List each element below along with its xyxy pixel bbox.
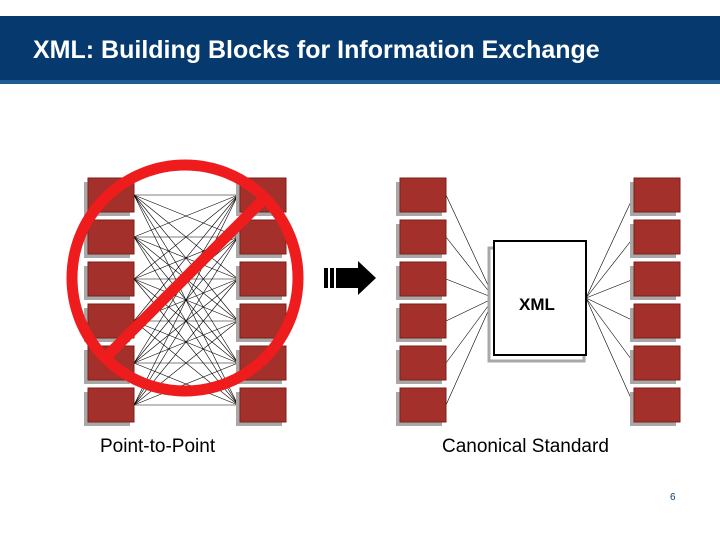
system-block (396, 177, 447, 216)
system-block (84, 261, 135, 300)
system-block (236, 261, 287, 300)
spoke-line (445, 236, 495, 299)
xml-hub-label: XML (519, 295, 555, 314)
transition-arrow-icon (324, 261, 376, 295)
connection-line (133, 236, 239, 406)
system-block (236, 387, 287, 426)
system-block (630, 303, 681, 342)
point-to-point-connections (133, 194, 239, 406)
system-block (630, 261, 681, 300)
spoke-line (445, 297, 495, 322)
system-block (630, 219, 681, 258)
system-block (630, 345, 681, 384)
connection-line (133, 194, 239, 406)
spoke-line (585, 297, 635, 364)
system-block (396, 387, 447, 426)
system-block (630, 177, 681, 216)
system-block (84, 219, 135, 258)
prohibition-circle (66, 159, 304, 397)
spoke-line (445, 278, 495, 299)
canonical-right-column (630, 177, 681, 426)
page-number: 6 (670, 492, 676, 503)
slide-title: XML: Building Blocks for Information Exc… (33, 36, 600, 64)
point-to-point-label: Point-to-Point (100, 436, 216, 457)
spoke-line (585, 278, 635, 299)
connection-line (133, 194, 239, 238)
spoke-line (445, 297, 495, 406)
system-block (630, 387, 681, 426)
system-block (396, 345, 447, 384)
system-block (236, 219, 287, 258)
system-block (236, 303, 287, 342)
canonical-connections (445, 194, 635, 406)
connection-line (133, 194, 239, 280)
system-block (396, 303, 447, 342)
spoke-line (585, 194, 635, 299)
xml-hub (487, 240, 587, 363)
system-block (84, 387, 135, 426)
prohibition-slash (101, 194, 269, 362)
spoke-line (445, 194, 495, 299)
connection-line (133, 194, 239, 322)
system-block (396, 261, 447, 300)
prohibition-sign (66, 159, 304, 397)
spoke-line (585, 297, 635, 322)
system-block (396, 219, 447, 258)
canonical-standard-label: Canonical Standard (442, 436, 609, 457)
spoke-line (585, 236, 635, 299)
canonical-left-column (396, 177, 447, 426)
connection-line (133, 362, 239, 406)
title-bar: XML: Building Blocks for Information Exc… (0, 16, 720, 84)
spoke-line (585, 297, 635, 406)
spoke-line (445, 297, 495, 364)
